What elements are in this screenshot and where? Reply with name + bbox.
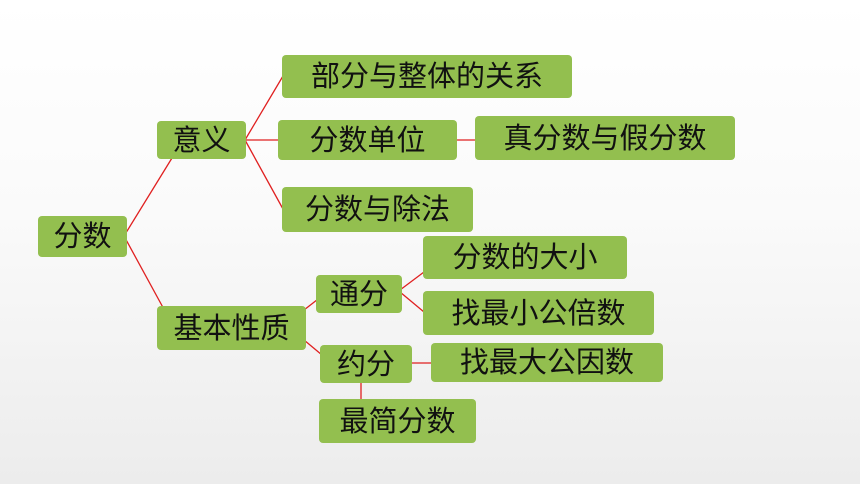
link-common-denominator-compare-size xyxy=(399,271,425,291)
link-meaning-fraction-division xyxy=(244,139,284,210)
link-basic-property-reduce xyxy=(303,339,323,356)
link-root-meaning xyxy=(123,157,173,237)
node-meaning: 意义 xyxy=(157,121,246,159)
node-simplest-fraction: 最简分数 xyxy=(319,399,476,443)
node-basic-property: 基本性质 xyxy=(157,306,306,350)
link-meaning-part-whole xyxy=(244,75,284,141)
node-fraction-and-division: 分数与除法 xyxy=(282,187,473,232)
node-part-whole-relation: 部分与整体的关系 xyxy=(282,55,572,98)
link-common-denominator-find-lcm xyxy=(399,291,425,313)
node-reduce-fraction: 约分 xyxy=(320,345,412,383)
node-compare-fraction-size: 分数的大小 xyxy=(423,236,627,279)
node-common-denominator: 通分 xyxy=(316,275,402,313)
node-find-lcm: 找最小公倍数 xyxy=(423,291,654,335)
node-root-fraction: 分数 xyxy=(38,216,127,257)
node-fraction-unit: 分数单位 xyxy=(278,120,457,160)
node-proper-improper-fraction: 真分数与假分数 xyxy=(475,116,735,160)
node-find-gcd: 找最大公因数 xyxy=(431,343,663,382)
